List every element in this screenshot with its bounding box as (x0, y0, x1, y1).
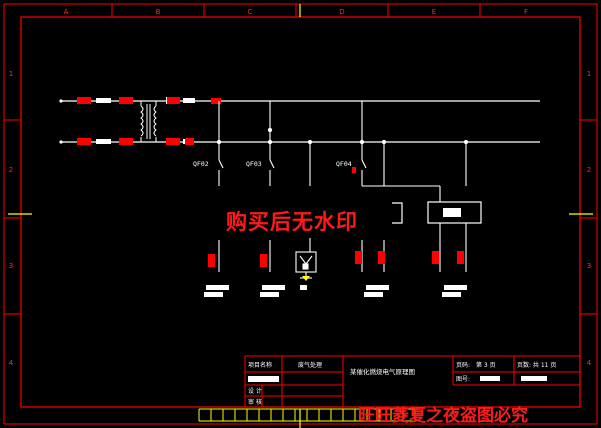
zone-letter-f: F (524, 8, 528, 16)
watermark-center: 购买后无水印 (226, 210, 358, 234)
title-block-fills (248, 376, 547, 382)
zone-number-right-2: 2 (587, 166, 591, 174)
project-name-label: 项目名称 (248, 361, 272, 369)
side-zone-markers (4, 119, 597, 315)
drawing-no-label: 图号: (456, 376, 470, 383)
load-branches (218, 240, 467, 272)
load-red-marks (208, 251, 464, 267)
project-name-value: 废气处理 (298, 361, 322, 369)
top-bus-components (77, 97, 221, 104)
bottom-bus-components (77, 138, 194, 145)
bus-bottom-terminal (59, 140, 63, 144)
zone-letter-c: C (248, 8, 253, 16)
zone-number-right-4: 4 (587, 359, 592, 367)
zone-number-right-3: 3 (587, 262, 591, 270)
zone-letter-b: B (156, 8, 161, 16)
breaker-label-qf04: QF04 (336, 160, 352, 168)
sheet-label: 页码: (456, 361, 470, 369)
watermark-bottom: 旺旺菱夏之夜盗图必究 (358, 406, 528, 426)
review-label: 审 核 (248, 398, 262, 406)
zone-number-left-1: 1 (9, 70, 13, 78)
breaker-symbols (216, 127, 469, 173)
load-tags (204, 285, 467, 297)
breaker-label-qf03: QF03 (246, 160, 262, 168)
terminal-bracket (392, 202, 403, 224)
design-label: 设 计 (248, 387, 262, 395)
top-zone-markers (111, 4, 481, 17)
fan-tag (300, 285, 307, 290)
title-block (244, 355, 581, 408)
zone-number-left-2: 2 (9, 166, 13, 174)
control-box (427, 201, 482, 248)
bottom-rail (198, 408, 416, 422)
feeders (218, 101, 467, 202)
drawing-title: 某催化燃烧电气原理图 (350, 367, 415, 376)
breaker-label-qf02: QF02 (193, 160, 209, 168)
sheet-number: 第 3 页 (476, 361, 496, 369)
total-pages: 页数: 共 11 页 (517, 361, 556, 369)
center-marks (8, 4, 593, 215)
zone-number-left-4: 4 (9, 359, 14, 367)
zone-letter-d: D (339, 8, 344, 16)
zone-number-left-3: 3 (9, 262, 13, 270)
zone-number-right-1: 1 (587, 70, 591, 78)
bus-top-terminal (59, 99, 63, 103)
zone-letter-e: E (432, 8, 436, 16)
transformer-symbol (140, 101, 157, 142)
zone-letter-a: A (64, 8, 69, 16)
fan-symbol (295, 238, 317, 281)
